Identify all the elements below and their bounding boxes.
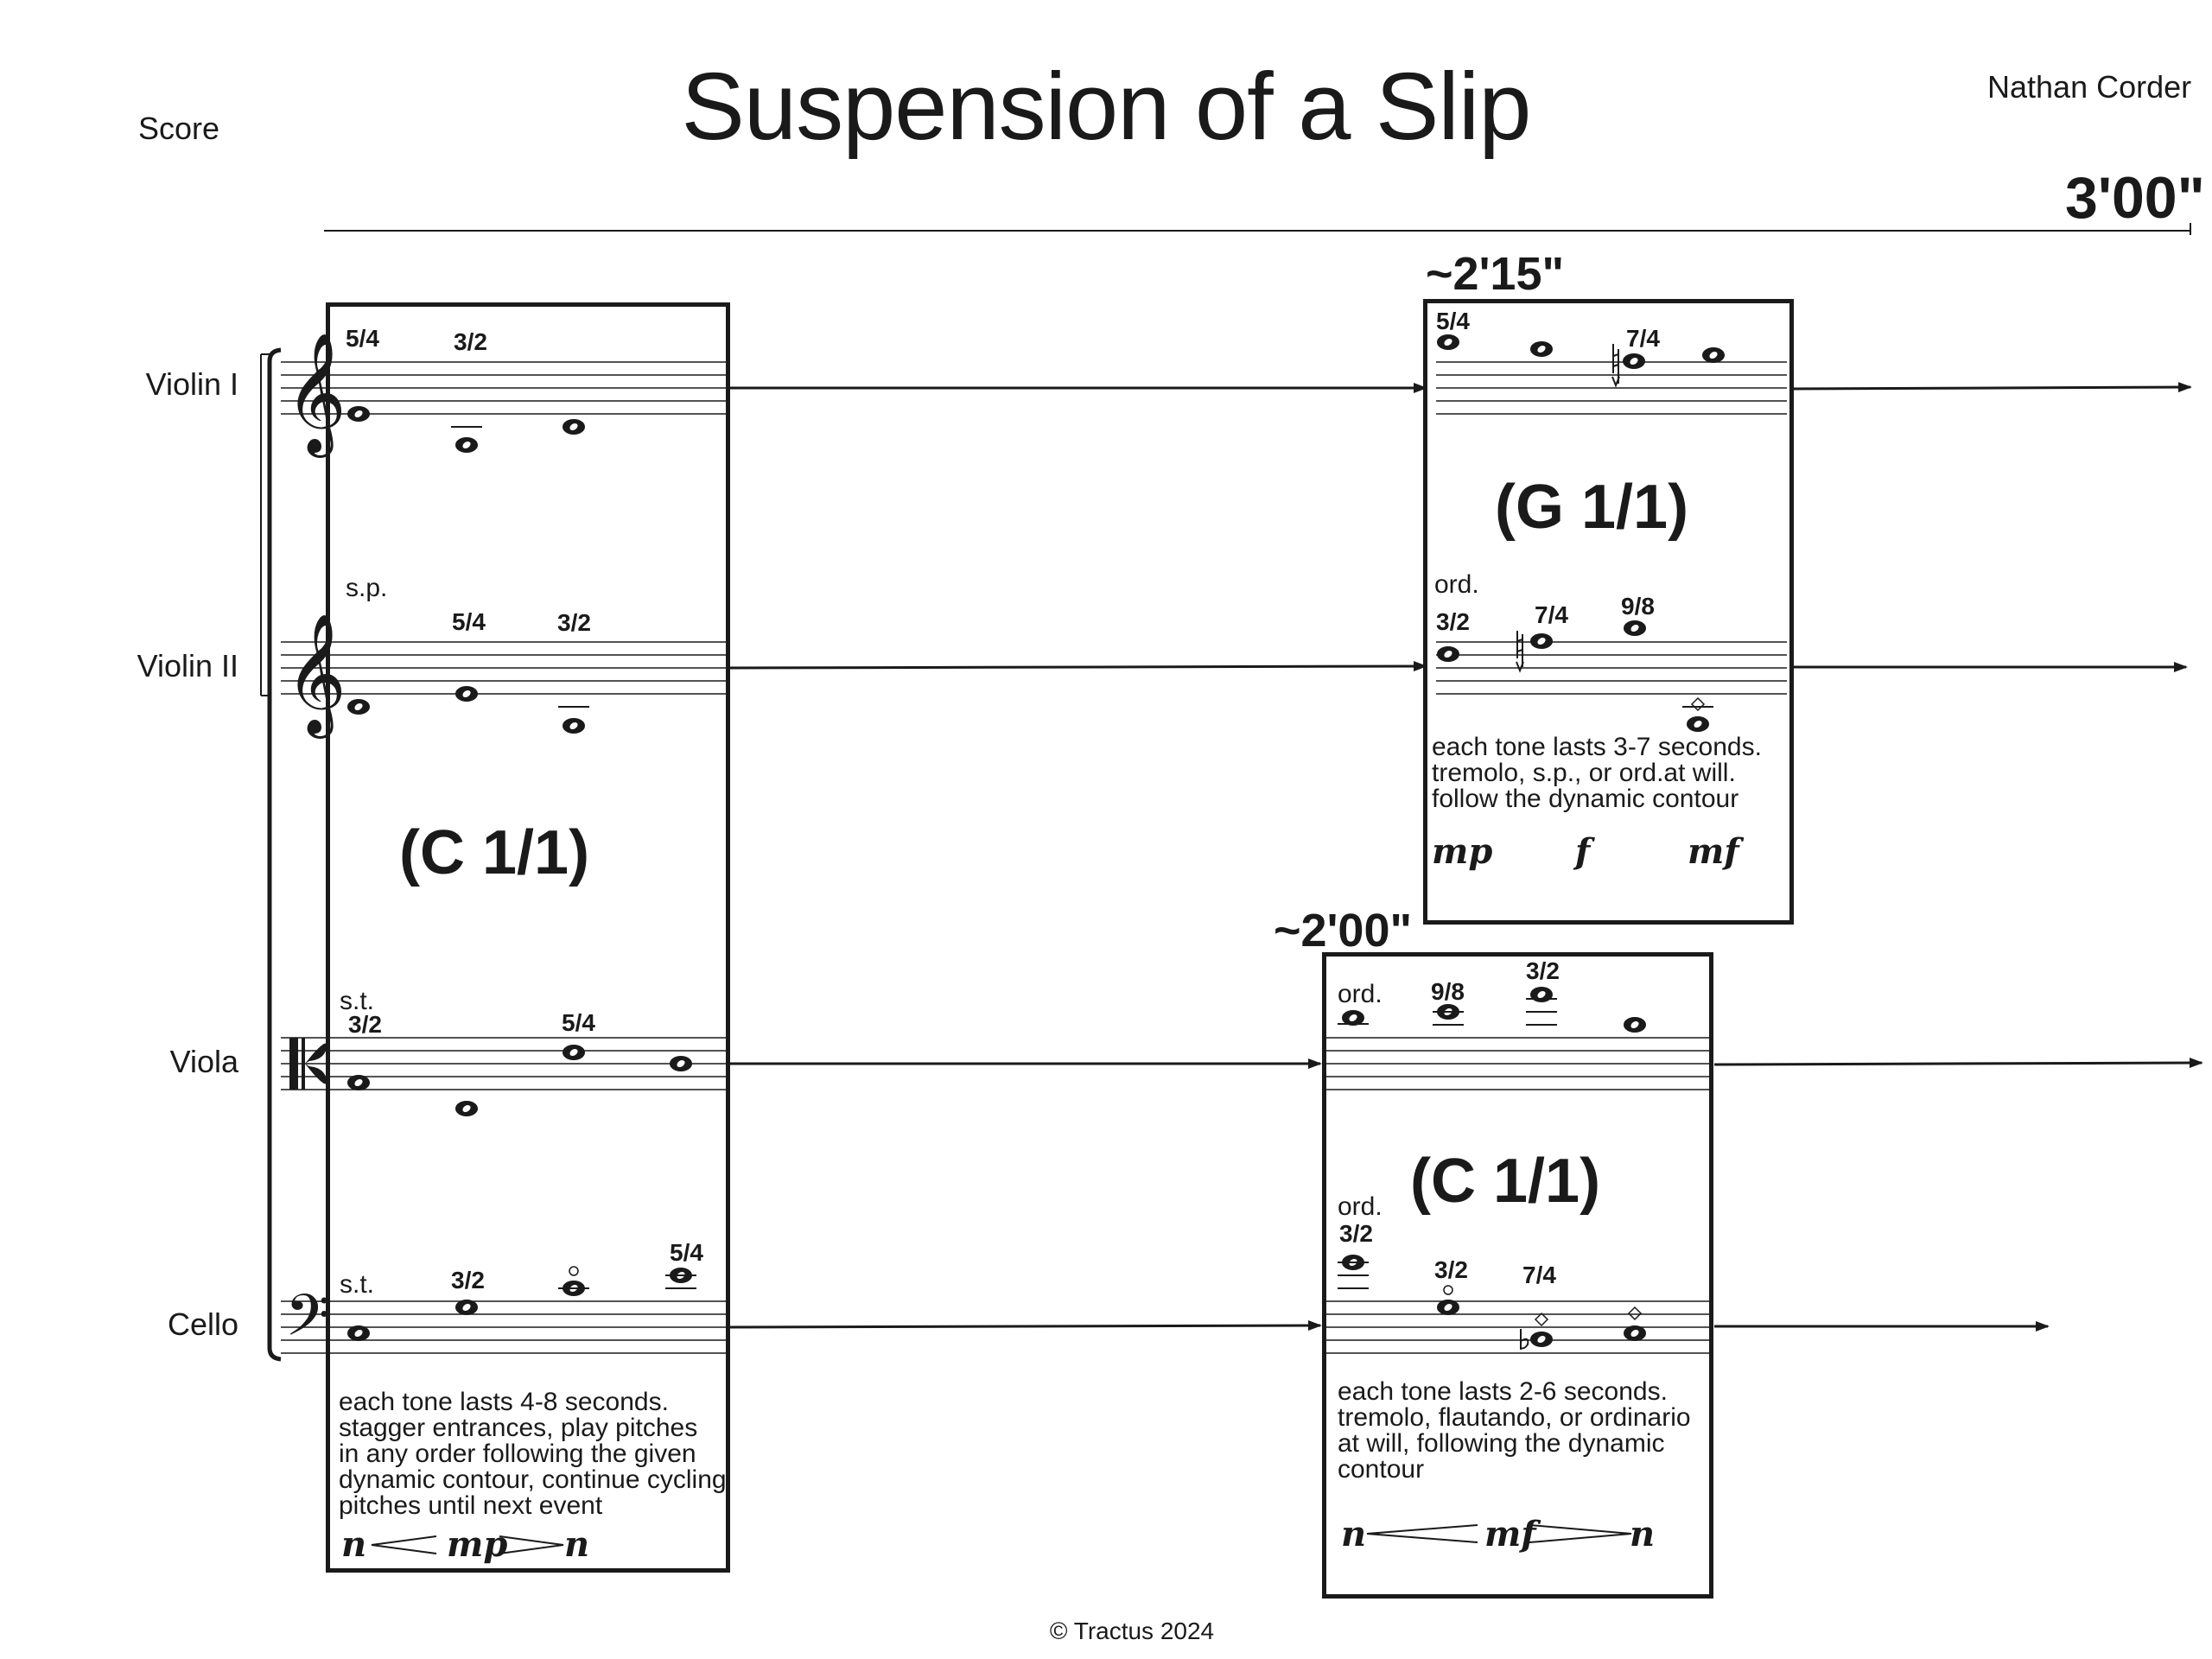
event2-notes [1437,334,1725,732]
dynamic-marking: mp [447,1524,508,1565]
event1-instructions: each tone lasts 4-8 seconds. stagger ent… [339,1388,727,1520]
technique-label: s.t. [340,987,375,1015]
ratio-label: 9/8 [1621,593,1655,620]
copyright-notice: © Tractus 2024 [1049,1618,1215,1644]
staff-viola [281,1037,1711,1090]
page-title: Suspension of a Slip [681,54,1532,160]
ratio-label: 7/4 [1535,601,1568,628]
ratio-label: 5/4 [452,608,486,635]
ratio-label: 3/2 [1339,1220,1373,1247]
event-box-1 [326,302,730,1573]
ratio-label: 3/2 [451,1267,485,1294]
time-marker: ~2'15" [1426,248,1565,300]
dynamic-marking: f [1575,831,1591,872]
total-duration: 3'00" [2065,165,2205,231]
ratio-label: 9/8 [1431,978,1465,1005]
ratio-label: 3/2 [1434,1256,1468,1283]
alto-clef-icon [289,1038,327,1090]
technique-label: ord. [1434,570,1479,599]
dynamic-marking: mp [1432,831,1493,872]
ratio-label: 5/4 [562,1009,595,1036]
bass-clef-icon: 𝄢 [285,1282,329,1363]
event-label: (C 1/1) [399,818,590,887]
ratio-label: 3/2 [454,328,487,355]
ratio-label: 3/2 [1436,608,1470,635]
dynamic-marking: n [341,1524,367,1565]
score-label: Score [138,111,220,146]
technique-label: s.p. [346,574,388,602]
instrument-name-violin2: Violin II [137,648,238,683]
instrument-name-violin1: Violin I [145,366,238,402]
system-bracket [260,347,282,1362]
composer-name: Nathan Corder [1987,69,2192,105]
treble-clef-icon: 𝄞 [285,613,346,739]
staff-violin2 [281,641,1787,695]
time-marker: ~2'00" [1274,905,1413,957]
event-label: (G 1/1) [1495,473,1689,542]
technique-label: ord. [1338,980,1382,1008]
event2-instructions: each tone lasts 3-7 seconds. tremolo, s.… [1432,733,1762,813]
ratio-label: 5/4 [670,1239,703,1266]
dynamic-marking: n [564,1524,590,1565]
dynamic-marking: mf [1484,1514,1536,1554]
ratio-label: 3/2 [1526,957,1560,984]
instrument-name-viola: Viola [169,1044,238,1079]
continuation-arrows [727,382,2203,1332]
ratio-label: 3/2 [348,1011,382,1038]
staff-violin1 [281,361,1787,415]
treble-clef-icon: 𝄞 [285,333,346,458]
ratio-label: 3/2 [557,609,591,636]
ratio-label: 5/4 [346,325,379,352]
event-label: (C 1/1) [1410,1147,1601,1216]
ratio-label: 7/4 [1522,1262,1556,1288]
dynamic-marking: n [1341,1514,1367,1554]
ratio-label: 5/4 [1436,308,1470,334]
event3-notes [1338,987,1646,1350]
ratio-label: 7/4 [1626,325,1660,352]
technique-label: s.t. [340,1270,375,1299]
event-box-3 [1322,952,1713,1599]
dynamic-marking: n [1630,1514,1656,1554]
event3-instructions: each tone lasts 2-6 seconds. tremolo, fl… [1338,1377,1691,1484]
event1-notes [347,406,696,1341]
event-box-2 [1423,299,1794,925]
technique-label: ord. [1338,1192,1382,1221]
dynamic-marking: mf [1688,831,1739,872]
hairpins [371,1524,1632,1554]
instrument-name-cello: Cello [167,1306,238,1342]
